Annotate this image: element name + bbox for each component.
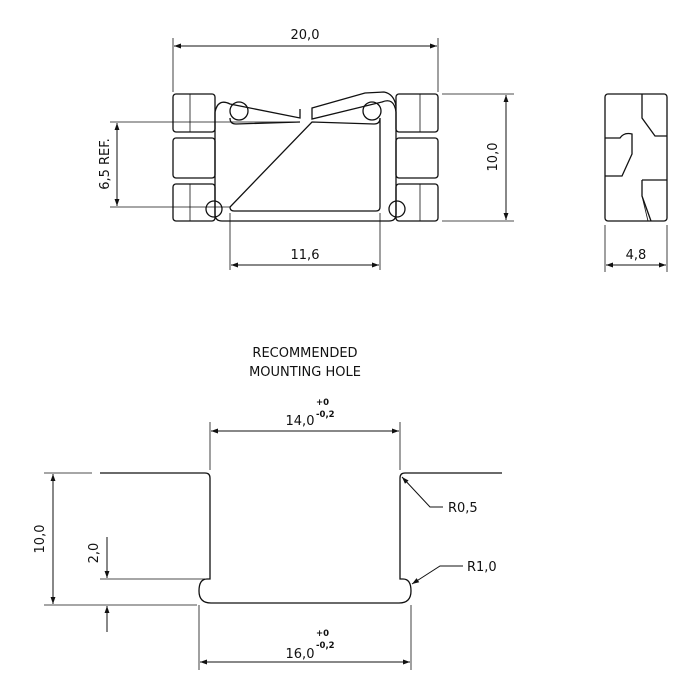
left-tooth-top	[172, 93, 216, 133]
side-view: 4,8	[604, 93, 668, 272]
width-label: 20,0	[291, 28, 320, 43]
mounting-title-line2: MOUNTING HOLE	[249, 365, 361, 380]
inner-width-label: 11,6	[291, 248, 320, 263]
front-view: 20,0 10,0 11,6 6,5 REF.	[98, 28, 514, 270]
slot-hole-right	[388, 200, 406, 218]
hole-outline	[100, 472, 502, 604]
ref-label: 6,5 REF.	[98, 138, 113, 190]
right-tooth-top	[395, 93, 439, 133]
radius-large-label: R1,0	[467, 560, 497, 575]
left-tooth-middle	[172, 137, 216, 179]
radius-large-leader	[411, 565, 463, 585]
top-tol-plus: +0	[316, 398, 329, 408]
bottom-tol-minus: -0,2	[316, 641, 335, 651]
mounting-hole-view: RECOMMENDED MOUNTING HOLE 14,0 +0 -0,2 1…	[33, 346, 502, 670]
depth-label: 4,8	[626, 248, 647, 263]
side-body	[604, 93, 668, 222]
bottom-tol-plus: +0	[316, 629, 329, 639]
slot-label: 2,0	[87, 543, 102, 564]
right-tooth-middle	[395, 137, 439, 179]
top-width-label: 14,0	[286, 414, 315, 429]
clip-body-inner	[229, 117, 381, 212]
bottom-width-label: 16,0	[286, 647, 315, 662]
top-tol-minus: -0,2	[316, 410, 335, 420]
hole-height-label: 10,0	[33, 525, 48, 554]
hinge-hole-right	[362, 101, 382, 121]
clip-body-outer	[214, 91, 397, 222]
radius-small-label: R0,5	[448, 501, 478, 516]
mounting-title-line1: RECOMMENDED	[252, 346, 357, 361]
hinge-hole-left	[229, 101, 249, 121]
height-label: 10,0	[486, 143, 501, 172]
radius-small-leader	[401, 476, 443, 508]
slot-hole-left	[205, 200, 223, 218]
